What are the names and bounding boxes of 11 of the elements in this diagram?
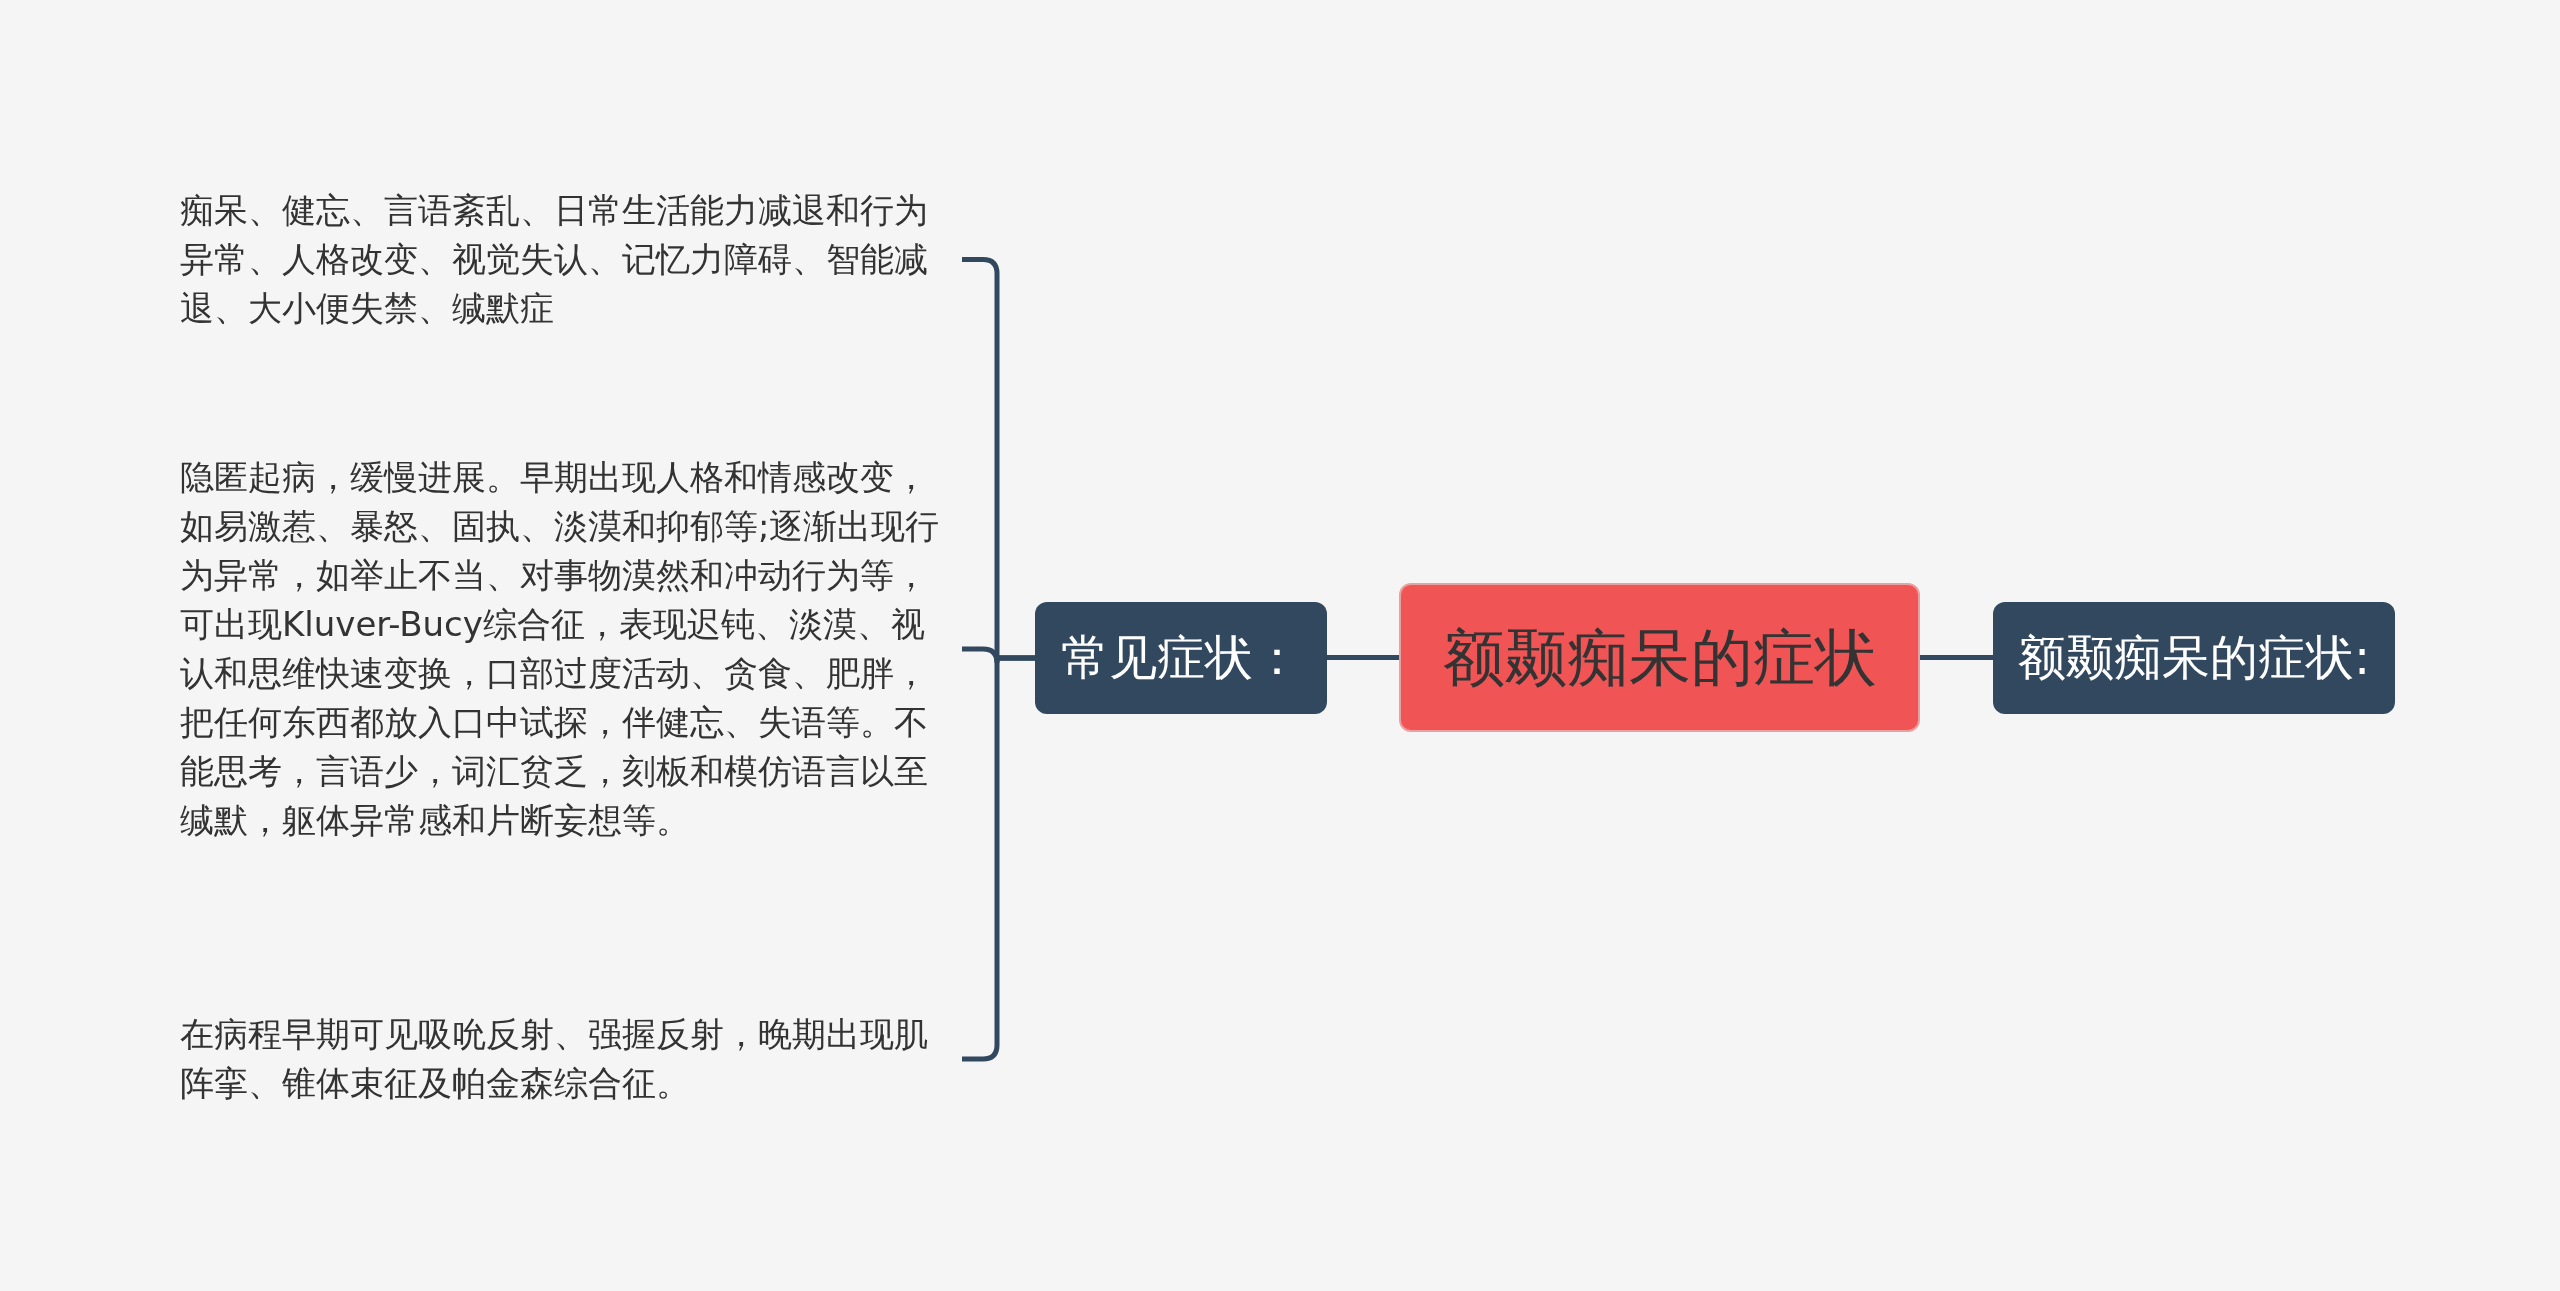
connector-line — [1327, 655, 1399, 660]
topic-box — [1993, 602, 2395, 714]
connector-line — [1920, 655, 1993, 660]
topic-label: 常见症状： — [1061, 628, 1301, 687]
symptom-text: 在病程早期可见吸吮反射、强握反射，晚期出现肌阵挛、锥体束征及帕金森综合征。 — [180, 1013, 929, 1105]
symptom-text: 痴呆、健忘、言语紊乱、日常生活能力减退和行为异常、人格改变、视觉失认、记忆力障碍、智能减退、大小便失禁、缄默症 — [180, 189, 929, 330]
central-topic-box — [1399, 583, 1920, 732]
topic-box — [1035, 602, 1327, 714]
topic-label: 额颞痴呆的症状 — [1442, 619, 1877, 696]
topic-label: 额颞痴呆的症状: — [2017, 628, 2371, 687]
symptom-text: 隐匿起病，缓慢进展。早期出现人格和情感改变，如易激惹、暴怒、固执、淡漠和抑郁等;逐渐出现行为异常，如举止不当、对事物漠然和冲动行为等，可出现Kluver-Bucy综合征，表现迟钝、淡漠、视认和思维快速变换，口部过度活动、贪食、肥胖，把任何东西都放入口中试探，伴健忘、失语等。不能思考，言语少，词汇贫乏，刻板和模仿语言以至缄默，躯体异常感和片断妄想等。 — [180, 456, 941, 842]
